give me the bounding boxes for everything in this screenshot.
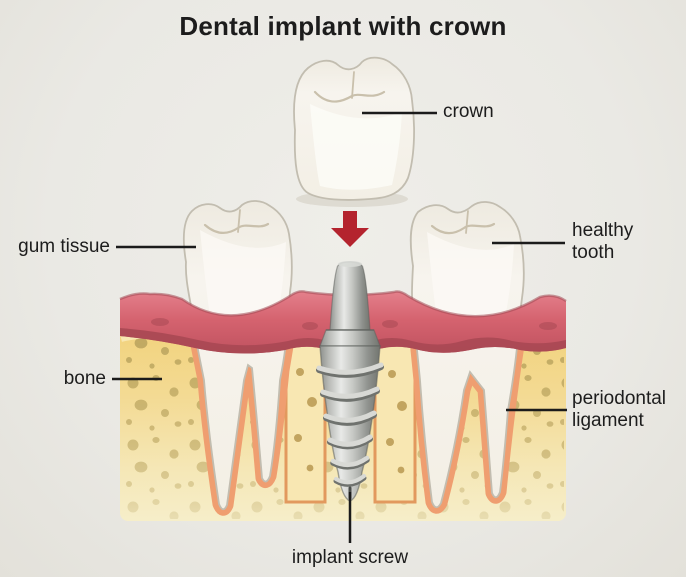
gum-margin-line	[119, 290, 567, 318]
left-tooth	[182, 200, 293, 511]
implant-threads	[316, 362, 384, 487]
implant-collar	[319, 329, 381, 347]
crown-label: crown	[443, 101, 494, 122]
bone-label: bone	[63, 368, 106, 389]
right-tooth	[409, 201, 525, 509]
implant-screw-label: implant screw	[291, 547, 409, 568]
crown-illustration	[293, 56, 415, 207]
gum-tissue-label: gum tissue	[18, 236, 110, 257]
page-title: Dental implant with crown	[179, 11, 507, 41]
periodontal-ligament-label: periodontal ligament	[572, 388, 667, 431]
implant-screw-illustration	[316, 261, 384, 502]
down-arrow-icon	[331, 211, 369, 247]
leader-lines	[112, 111, 567, 543]
gum-shadow-band	[120, 328, 566, 354]
right-tooth-groove	[430, 222, 496, 235]
healthy-tooth-label: healthy tooth	[572, 220, 634, 263]
implant-abutment	[329, 261, 371, 331]
